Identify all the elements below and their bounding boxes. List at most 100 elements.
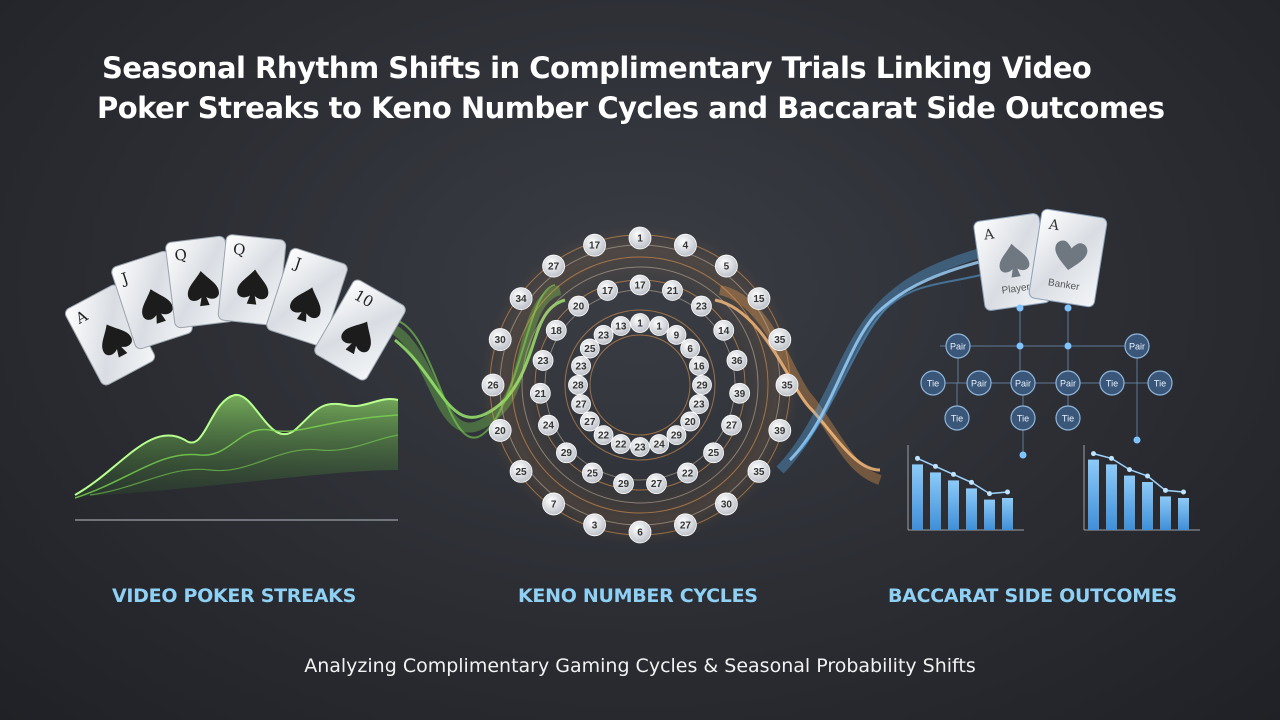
outcome-node: Pair xyxy=(945,333,971,359)
bar xyxy=(1124,475,1135,530)
keno-ball-number: 30 xyxy=(721,499,733,510)
poker-card: 10 xyxy=(314,279,406,381)
keno-ring xyxy=(589,334,691,436)
keno-ball: 15 xyxy=(747,287,771,310)
keno-ball-number: 39 xyxy=(774,426,786,437)
page-title: Seasonal Rhythm Shifts in Complimentary … xyxy=(0,48,1280,128)
keno-ball: 28 xyxy=(568,375,588,395)
tree-dot xyxy=(1016,304,1024,312)
keno-ball-number: 35 xyxy=(781,381,793,392)
keno-ball: 29 xyxy=(556,442,577,464)
bar xyxy=(1142,482,1153,530)
keno-ball-number: 25 xyxy=(516,467,528,478)
outcome-node-label: Pair xyxy=(1015,379,1031,389)
keno-ball: 25 xyxy=(582,462,603,484)
keno-ball: 23 xyxy=(691,295,712,317)
keno-ball-number: 20 xyxy=(495,426,507,437)
baccarat-bar-chart-left xyxy=(907,445,1024,531)
keno-ball: 24 xyxy=(538,414,559,436)
bar xyxy=(1002,498,1013,530)
bar-trend-line xyxy=(1093,452,1184,493)
bar xyxy=(912,464,923,530)
keno-ball-number: 1 xyxy=(656,322,662,333)
poker-card: Q xyxy=(217,234,287,326)
bar-trend-point xyxy=(1091,451,1096,457)
outcome-node-label: Tie xyxy=(1154,379,1166,389)
keno-ball-number: 23 xyxy=(575,361,587,372)
baccarat-card-rank: A xyxy=(982,226,996,244)
keno-ball: 13 xyxy=(610,316,631,336)
keno-ball: 23 xyxy=(630,437,650,457)
bar-trend-point xyxy=(915,455,920,461)
keno-ball: 24 xyxy=(649,434,670,454)
keno-ball: 27 xyxy=(542,254,565,278)
keno-ball-number: 29 xyxy=(618,479,630,490)
keno-ball: 22 xyxy=(610,434,631,454)
title-line-2: Poker Streaks to Keno Number Cycles and … xyxy=(97,91,1165,125)
keno-ball-number: 39 xyxy=(734,389,746,400)
keno-ball: 36 xyxy=(726,350,748,371)
bar xyxy=(948,480,959,530)
bar xyxy=(1088,459,1099,530)
tree-dot xyxy=(1133,436,1141,444)
keno-ball-number: 18 xyxy=(551,326,563,337)
outcome-node-label: Pair xyxy=(950,342,966,352)
keno-ball-number: 28 xyxy=(572,381,584,392)
outcome-node: Pair xyxy=(1124,333,1150,359)
keno-ball: 23 xyxy=(571,355,591,376)
keno-ball: 30 xyxy=(488,328,512,351)
keno-ball-number: 26 xyxy=(487,381,499,392)
keno-ball-number: 20 xyxy=(573,302,585,313)
bar xyxy=(1160,496,1171,530)
keno-ball-number: 27 xyxy=(651,479,663,490)
keno-ball-number: 36 xyxy=(731,356,743,367)
subtitle: Analyzing Complimentary Gaming Cycles & … xyxy=(304,655,976,677)
keno-ball-number: 14 xyxy=(718,326,730,337)
keno-ball: 29 xyxy=(613,473,634,495)
bar xyxy=(984,499,995,530)
keno-ball-number: 6 xyxy=(687,344,693,355)
keno-ball-number: 22 xyxy=(682,468,694,479)
keno-ball: 35 xyxy=(768,328,792,351)
blue-wave xyxy=(788,256,996,462)
keno-ball: 27 xyxy=(721,414,742,436)
keno-ball-number: 34 xyxy=(516,294,528,305)
keno-ball: 17 xyxy=(597,280,618,301)
keno-ball: 1 xyxy=(630,313,650,333)
bar xyxy=(1178,498,1189,530)
keno-ball: 7 xyxy=(542,492,565,516)
keno-ball-number: 1 xyxy=(637,234,643,245)
title-line-1: Seasonal Rhythm Shifts in Complimentary … xyxy=(102,51,1092,85)
poker-card-rank: Q xyxy=(174,245,188,264)
keno-ball: 22 xyxy=(677,462,698,484)
keno-ball-number: 35 xyxy=(753,467,765,478)
outcome-node-label: Pair xyxy=(971,379,987,389)
poker-card: Q xyxy=(165,235,235,329)
keno-ball-number: 16 xyxy=(693,361,705,372)
bar-trend-point xyxy=(1145,473,1150,479)
keno-ball-number: 24 xyxy=(543,421,555,432)
keno-ball-number: 29 xyxy=(561,448,573,459)
tree-dot xyxy=(1016,342,1024,350)
outcome-node-label: Tie xyxy=(1062,414,1074,424)
keno-ball-number: 27 xyxy=(584,417,596,428)
keno-ball-number: 25 xyxy=(708,448,720,459)
outcome-node: Tie xyxy=(920,370,946,396)
keno-ball-number: 27 xyxy=(548,262,560,273)
spade-icon xyxy=(187,271,219,307)
keno-ball: 21 xyxy=(662,280,683,301)
keno-ball-number: 27 xyxy=(575,400,587,411)
keno-ball: 17 xyxy=(629,274,651,296)
bar xyxy=(1106,464,1117,530)
outcome-node-label: Tie xyxy=(927,379,939,389)
keno-ball-number: 35 xyxy=(774,335,786,346)
bar xyxy=(930,472,941,530)
keno-ball-number: 20 xyxy=(685,417,697,428)
keno-ball-number: 15 xyxy=(753,294,765,305)
keno-ball-number: 9 xyxy=(674,330,680,341)
